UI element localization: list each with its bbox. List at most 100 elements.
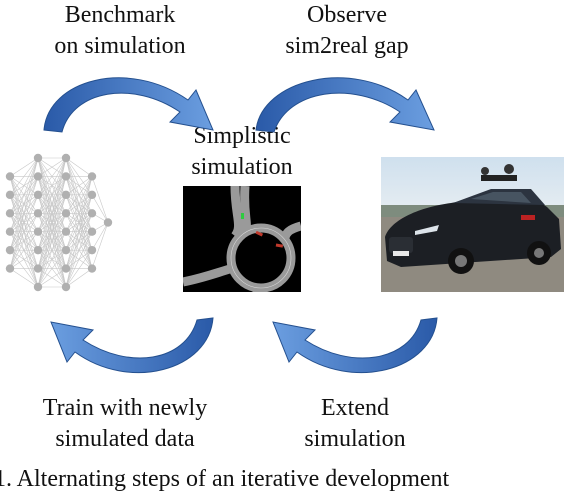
network-node	[61, 190, 71, 200]
network-edge	[65, 157, 93, 177]
network-edge	[37, 157, 67, 288]
network-edge	[65, 176, 93, 251]
curved-arrow-bottom-left	[50, 317, 214, 374]
network-node	[33, 209, 43, 218]
label-line: simulated data	[55, 426, 195, 452]
red-car	[255, 230, 264, 237]
label-line: on simulation	[54, 33, 186, 59]
headlight	[415, 225, 439, 235]
grille	[389, 237, 413, 253]
network-edge	[37, 213, 67, 288]
network-edge	[65, 268, 93, 288]
red-car	[275, 243, 284, 248]
network-edge	[37, 157, 67, 269]
network-node	[87, 190, 97, 200]
network-edge	[9, 157, 39, 232]
neural-network-icon	[5, 153, 113, 292]
network-node	[61, 209, 71, 218]
network-edge	[37, 157, 67, 232]
network-edge	[37, 176, 67, 288]
network-edge	[65, 213, 93, 288]
network-node	[5, 190, 15, 200]
network-edge	[65, 176, 93, 196]
network-node	[5, 209, 15, 218]
network-node	[61, 282, 71, 292]
network-node	[87, 264, 97, 273]
network-node	[33, 264, 43, 273]
network-edge	[65, 176, 93, 269]
roof-rack	[481, 175, 517, 181]
curved-arrow-top-left	[43, 77, 214, 133]
network-edge	[9, 213, 39, 269]
network-edge	[65, 176, 93, 288]
network-edge	[9, 157, 39, 269]
network-edge	[37, 249, 67, 288]
network-edge	[9, 157, 39, 214]
network-node	[61, 153, 71, 163]
network-node	[33, 172, 43, 181]
roof-sensor	[504, 164, 514, 174]
network-node	[103, 218, 113, 227]
network-edge	[37, 268, 67, 288]
network-node	[61, 227, 71, 236]
network-edge	[91, 176, 109, 223]
curved-arrow-bottom-right	[272, 317, 438, 374]
network-edge	[37, 157, 67, 177]
green-car	[241, 213, 244, 219]
network-node	[87, 209, 97, 218]
network-edge	[65, 231, 93, 288]
roof-sensor	[481, 167, 489, 175]
network-node	[33, 227, 43, 236]
front-rim	[455, 255, 467, 267]
network-edge	[65, 176, 93, 214]
network-edge	[65, 194, 93, 288]
network-edge	[65, 249, 93, 288]
network-edges	[9, 157, 109, 288]
license-plate	[393, 251, 409, 256]
label-extend-simulation: Extend simulation	[270, 393, 440, 455]
network-edge	[65, 176, 93, 232]
label-train-with-newly-simulated-data: Train with newly simulated data	[20, 393, 230, 455]
label-line: simulation	[304, 426, 406, 452]
network-node	[87, 227, 97, 236]
network-node	[61, 172, 71, 181]
network-node	[87, 172, 97, 181]
network-edge	[9, 231, 39, 269]
network-edge	[9, 157, 39, 251]
network-node	[33, 190, 43, 200]
network-edge	[9, 176, 39, 269]
network-edge	[9, 157, 39, 196]
simulation-roundabout-image	[183, 186, 301, 292]
label-line: Benchmark	[64, 2, 176, 28]
label-line: Extend	[321, 395, 389, 421]
network-edge	[91, 222, 109, 251]
network-edge	[9, 157, 39, 177]
label-line: sim2real gap	[285, 33, 409, 59]
network-edge	[37, 194, 67, 288]
network-node	[5, 245, 15, 255]
network-node	[61, 264, 71, 273]
network-edge	[37, 157, 67, 196]
road-centers	[243, 240, 279, 276]
network-node	[5, 264, 15, 273]
network-node	[33, 245, 43, 255]
lane-lines	[230, 227, 292, 289]
network-node	[5, 172, 15, 181]
network-edge	[37, 231, 67, 288]
network-edge	[37, 157, 67, 251]
network-node	[5, 227, 15, 236]
network-node	[33, 282, 43, 292]
curved-arrow-top-right	[255, 77, 435, 133]
network-edge	[9, 194, 39, 269]
label-benchmark-on-simulation: Benchmark on simulation	[20, 0, 220, 62]
rear-rim	[534, 248, 544, 258]
car-body	[385, 193, 561, 267]
figure-caption: 1. Alternating steps of an iterative dev…	[0, 466, 450, 492]
label-line: Train with newly	[42, 395, 208, 421]
window-reflection	[471, 192, 531, 203]
network-edge	[37, 157, 67, 214]
network-nodes	[5, 153, 113, 292]
real-car-photo	[381, 157, 564, 292]
side-logo	[521, 215, 535, 220]
network-edge	[9, 268, 39, 288]
